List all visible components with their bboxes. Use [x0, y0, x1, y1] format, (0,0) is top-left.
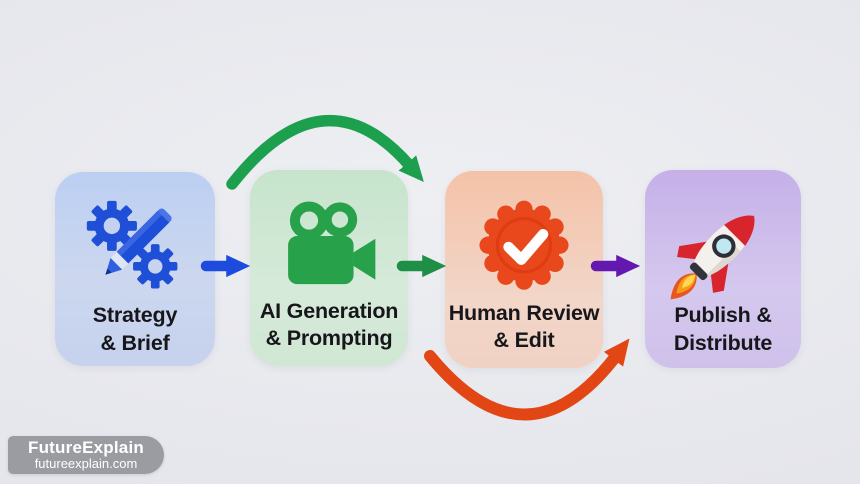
step-card-human-review: Human Review & Edit [445, 171, 603, 368]
step1-label-line1: Strategy [92, 303, 178, 327]
step-card-ai-generation: AI Generation & Prompting [250, 170, 408, 366]
step-label-publish-distribute: Publish & Distribute [673, 302, 773, 357]
step4-label-line2: Distribute [673, 330, 773, 355]
step-label-human-review: Human Review & Edit [449, 300, 600, 355]
step-card-strategy-brief: Strategy & Brief [55, 172, 215, 366]
step-label-strategy-brief: Strategy & Brief [92, 302, 178, 357]
step-label-ai-generation: AI Generation & Prompting [259, 298, 399, 353]
watermark-url: futureexplain.com [34, 456, 138, 471]
step-card-publish-distribute: Publish & Distribute [645, 170, 801, 368]
step1-label-line2: & Brief [100, 330, 170, 355]
rocket-icon [667, 194, 779, 302]
step2-label-line2: & Prompting [265, 326, 393, 351]
step3-label-line1: Human Review [448, 300, 600, 325]
step2-label-line1: AI Generation [259, 298, 399, 323]
watermark-badge: FutureExplain futureexplain.com [8, 436, 164, 474]
gear-pencil-icon [82, 196, 188, 302]
badge-check-icon [474, 195, 574, 300]
movie-camera-icon [279, 194, 379, 298]
step3-label-line2: & Edit [493, 328, 555, 353]
watermark-title: FutureExplain [28, 438, 144, 457]
step4-label-line1: Publish & [674, 303, 772, 327]
